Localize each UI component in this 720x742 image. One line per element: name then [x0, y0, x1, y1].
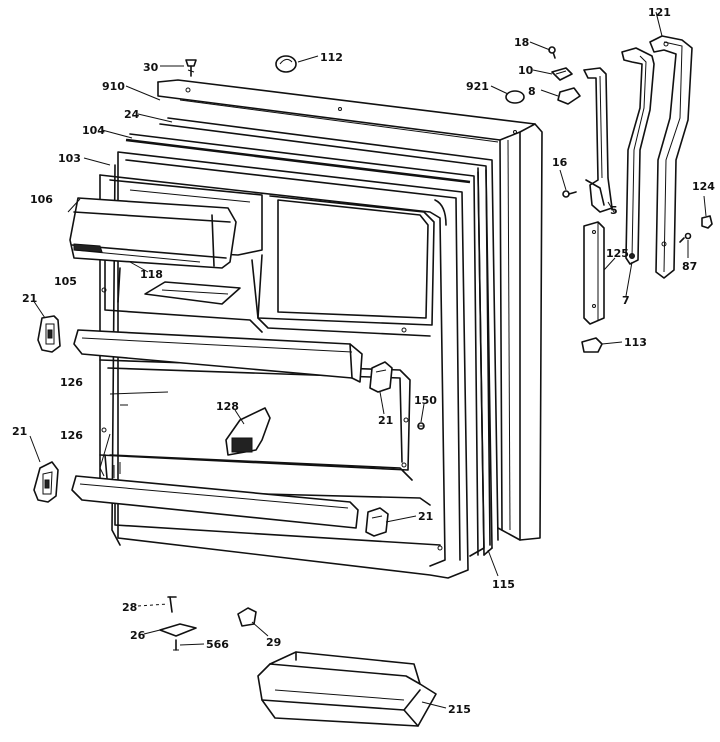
shelf-end-cap-left-upper: [37, 315, 61, 353]
label-124: 124: [692, 180, 715, 193]
bracket-128: [225, 407, 271, 456]
label-910: 910: [102, 80, 125, 93]
label-7: 7: [622, 294, 630, 307]
bracket-26: [159, 623, 197, 637]
shelf-end-cap-left-lower: [33, 461, 59, 503]
label-105: 105: [54, 275, 77, 288]
label-28: 28: [122, 601, 137, 614]
label-26: 26: [130, 629, 146, 642]
handle-strip-125: [583, 221, 605, 325]
pin-28: [167, 596, 177, 613]
label-8: 8: [528, 85, 536, 98]
outer-door-panel: [157, 79, 543, 541]
leader-lines: [29, 11, 707, 709]
screw-30: [185, 59, 197, 77]
label-115: 115: [492, 578, 515, 591]
screw-87: [679, 232, 692, 243]
shelf-bar-lower: [71, 475, 359, 529]
screw-16: [562, 190, 577, 198]
door-bin-215: [257, 651, 437, 727]
label-30: 30: [143, 61, 159, 74]
label-24: 24: [124, 108, 140, 121]
label-103: 103: [58, 152, 81, 165]
label-29: 29: [266, 636, 281, 649]
screw-150: [417, 422, 425, 430]
part-124: [701, 215, 713, 229]
label-10: 10: [518, 64, 534, 77]
stop-29: [237, 607, 257, 627]
hinge-cover-113: [581, 337, 603, 353]
shelf-bar-upper: [73, 329, 363, 383]
part-10: [551, 67, 573, 81]
dairy-compartment-door: [69, 197, 237, 269]
label-113: 113: [624, 336, 647, 349]
hinge-arm-7: [621, 47, 655, 265]
label-18: 18: [514, 36, 529, 49]
label-106: 106: [30, 193, 53, 206]
part-labels: 30 112 910 24 104 103 106 105 118 21 126…: [12, 6, 715, 716]
label-21-lower-left: 21: [12, 425, 27, 438]
screw-566: [173, 639, 179, 651]
label-16: 16: [552, 156, 568, 169]
label-215: 215: [448, 703, 471, 716]
label-126-lower: 126: [60, 429, 83, 442]
label-118: 118: [140, 268, 163, 281]
label-125: 125: [606, 247, 629, 260]
label-87: 87: [682, 260, 697, 273]
label-121: 121: [648, 6, 671, 19]
label-21-upper-right: 21: [378, 414, 393, 427]
label-566: 566: [206, 638, 229, 651]
screw-18: [548, 46, 556, 59]
label-112: 112: [320, 51, 343, 64]
label-104: 104: [82, 124, 105, 137]
label-921: 921: [466, 80, 489, 93]
label-21-lower-right: 21: [418, 510, 433, 523]
label-5: 5: [610, 204, 618, 217]
plug-112: [275, 55, 297, 73]
shelf-end-cap-right-lower: [365, 507, 389, 537]
shelf-end-cap-right-upper: [369, 361, 393, 393]
label-126-upper: 126: [60, 376, 83, 389]
cap-921: [505, 90, 525, 104]
hinge-arm-121: [649, 35, 693, 279]
part-8: [557, 87, 581, 105]
door-gasket: [125, 117, 499, 557]
breaker-strip: [477, 167, 493, 556]
label-150: 150: [414, 394, 437, 407]
label-21-upper-left: 21: [22, 292, 37, 305]
hinge-bracket-5: [583, 67, 613, 213]
label-128: 128: [216, 400, 239, 413]
